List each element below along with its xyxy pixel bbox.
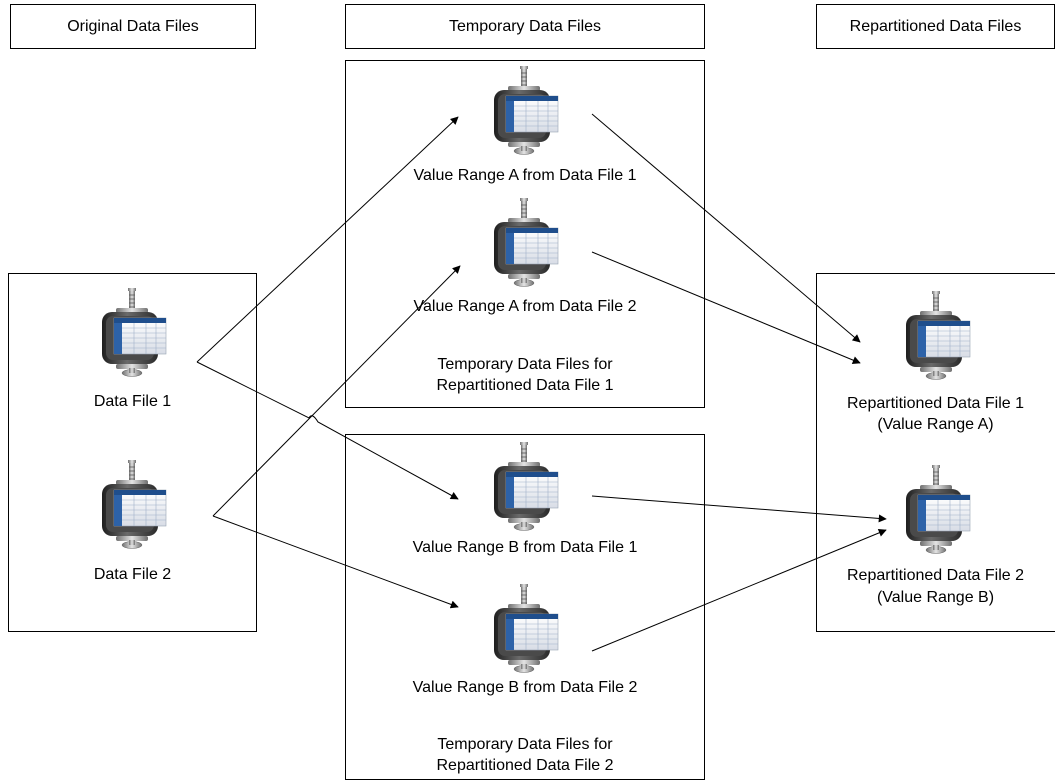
- header-original-data-files: Original Data Files: [10, 4, 256, 49]
- temp-group-1-caption-line2: Repartitioned Data File 1: [436, 377, 614, 394]
- header-temporary-data-files: Temporary Data Files: [345, 4, 705, 49]
- rep-file-1-label-line2: (Value Range A): [877, 416, 994, 433]
- database-file-icon: [486, 442, 562, 532]
- arrow-range-b2-to-rep2: [591, 529, 887, 652]
- temp-group-2-caption-line2: Repartitioned Data File 2: [436, 757, 614, 774]
- rep-file-2-label-line2: (Value Range B): [876, 589, 995, 606]
- arrow-range-a1-to-rep1: [591, 113, 861, 343]
- rep-file-1-label-line1: Repartitioned Data File 1: [847, 395, 1024, 412]
- database-file-icon: [898, 465, 974, 555]
- temp-group-1-caption-line1: Temporary Data Files for: [437, 356, 613, 373]
- original-file-2-label: Data File 2: [93, 566, 172, 583]
- database-file-icon: [94, 460, 170, 550]
- database-file-icon: [94, 288, 170, 378]
- arrow-df1-to-range-b: [196, 361, 459, 500]
- header-original-label: Original Data Files: [67, 17, 199, 35]
- database-file-icon: [486, 198, 562, 288]
- arrow-df2-to-range-b: [212, 515, 459, 609]
- database-file-icon: [486, 584, 562, 674]
- database-file-icon: [898, 291, 974, 381]
- arrow-df2-to-range-a: [212, 265, 461, 517]
- header-temporary-label: Temporary Data Files: [448, 17, 602, 35]
- database-file-icon: [486, 66, 562, 156]
- arrow-df1-to-range-a: [196, 116, 459, 363]
- original-file-1-label: Data File 1: [93, 393, 172, 410]
- arrow-range-a2-to-rep1: [591, 251, 861, 364]
- arrow-range-b1-to-rep2: [591, 495, 887, 523]
- temp-a1-label: Value Range A from Data File 1: [413, 167, 637, 184]
- temp-b1-label: Value Range B from Data File 1: [412, 539, 638, 556]
- header-repartitioned-label: Repartitioned Data Files: [849, 17, 1022, 35]
- temp-group-2-caption-line1: Temporary Data Files for: [437, 736, 613, 753]
- rep-file-2-label-line1: Repartitioned Data File 2: [847, 567, 1024, 584]
- temp-a2-label: Value Range A from Data File 2: [413, 298, 637, 315]
- temp-b2-label: Value Range B from Data File 2: [412, 679, 638, 696]
- header-repartitioned-data-files: Repartitioned Data Files: [816, 4, 1055, 49]
